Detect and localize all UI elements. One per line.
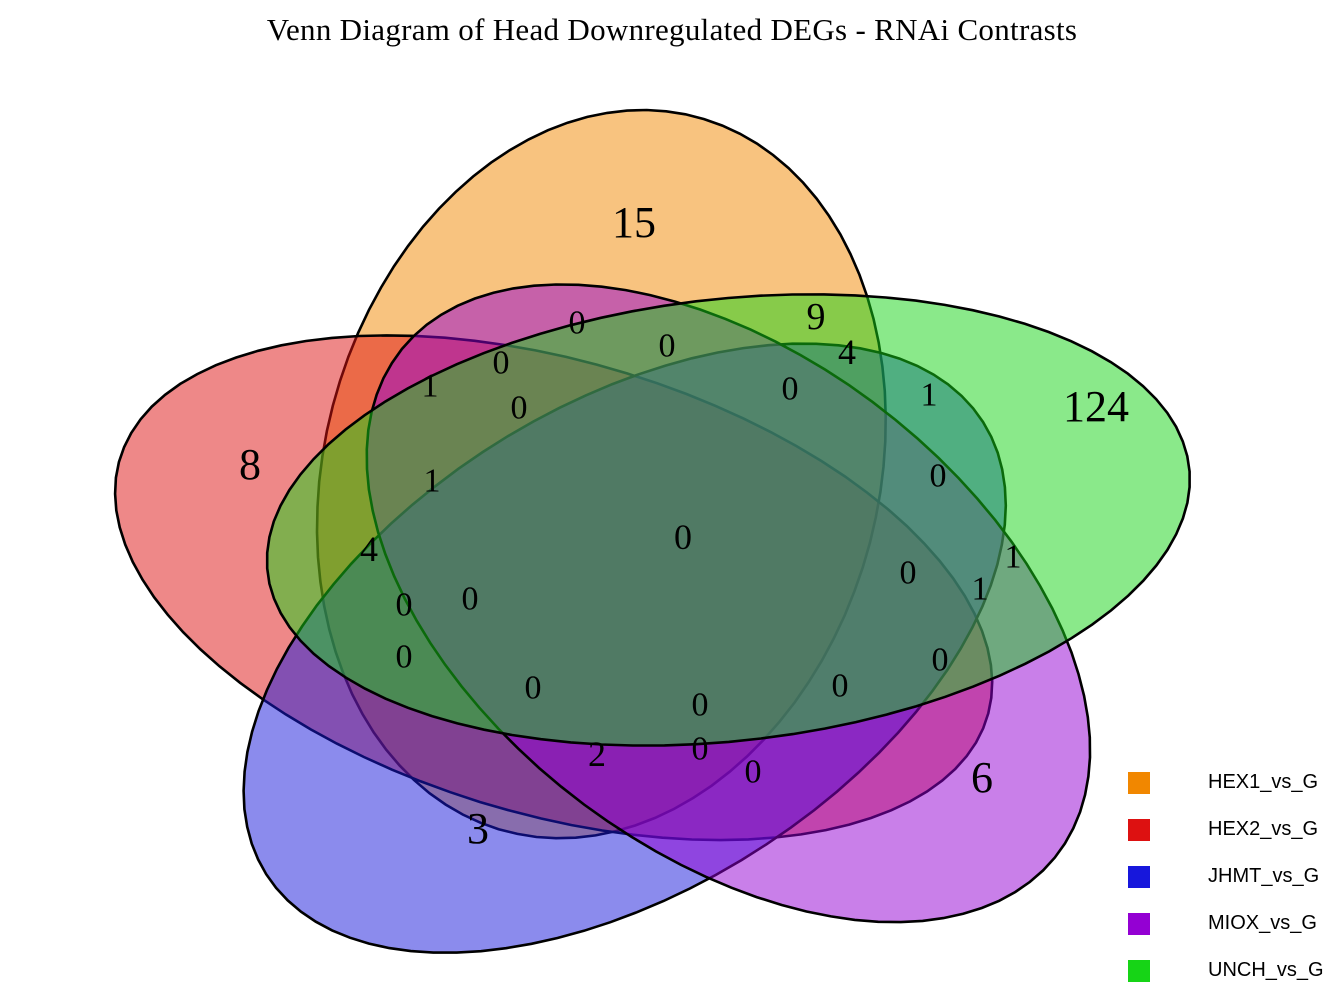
region-count: 9 — [807, 296, 826, 338]
region-count: 1 — [422, 368, 439, 405]
region-count: 0 — [396, 639, 413, 676]
region-count: 3 — [467, 804, 489, 853]
region-count: 1 — [1005, 539, 1022, 576]
region-count: 0 — [692, 731, 709, 768]
region-count: 0 — [569, 305, 586, 342]
region-count: 1 — [424, 463, 441, 500]
region-count: 0 — [525, 670, 542, 707]
region-count: 1 — [972, 571, 989, 608]
region-count: 8 — [239, 440, 261, 489]
legend-label-hex1: HEX1_vs_G — [1208, 771, 1319, 793]
region-count: 0 — [900, 555, 917, 592]
region-count: 15 — [612, 198, 656, 247]
legend-label-unch: UNCH_vs_G — [1208, 959, 1324, 981]
region-count: 124 — [1063, 382, 1129, 431]
legend-swatch-hex1 — [1128, 771, 1150, 794]
legend-swatch-unch — [1128, 959, 1150, 982]
region-count: 2 — [588, 734, 606, 774]
region-count: 4 — [360, 529, 378, 569]
legend-item-miox: MIOX_vs_G — [1128, 900, 1324, 947]
venn-ellipses — [113, 108, 1191, 954]
region-count: 6 — [971, 753, 993, 802]
region-count: 0 — [462, 581, 479, 618]
region-count: 0 — [832, 668, 849, 705]
region-count: 0 — [692, 687, 709, 724]
venn-ellipse-unch_vs_g — [265, 293, 1191, 747]
region-count: 0 — [511, 390, 528, 427]
legend: HEX1_vs_G HEX2_vs_G JHMT_vs_G MIOX_vs_G … — [1128, 759, 1324, 994]
legend-label-hex2: HEX2_vs_G — [1208, 818, 1319, 840]
region-count: 0 — [659, 328, 676, 365]
region-count: 0 — [930, 458, 947, 495]
region-count: 0 — [396, 587, 413, 624]
region-count: 0 — [932, 642, 949, 679]
chart-title: Venn Diagram of Head Downregulated DEGs … — [266, 12, 1078, 47]
region-count: 0 — [782, 371, 799, 408]
region-count: 0 — [493, 345, 510, 382]
legend-label-miox: MIOX_vs_G — [1208, 912, 1317, 934]
region-count: 0 — [674, 517, 692, 557]
legend-swatch-jhmt — [1128, 865, 1150, 888]
legend-label-jhmt: JHMT_vs_G — [1208, 865, 1320, 887]
legend-item-hex2: HEX2_vs_G — [1128, 806, 1324, 853]
legend-item-jhmt: JHMT_vs_G — [1128, 853, 1324, 900]
region-count: 1 — [921, 377, 938, 414]
legend-swatch-hex2 — [1128, 818, 1150, 841]
region-count: 4 — [838, 332, 856, 372]
legend-item-unch: UNCH_vs_G — [1128, 947, 1324, 994]
legend-swatch-miox — [1128, 912, 1150, 935]
legend-item-hex1: HEX1_vs_G — [1128, 759, 1324, 806]
region-count: 0 — [745, 754, 762, 791]
